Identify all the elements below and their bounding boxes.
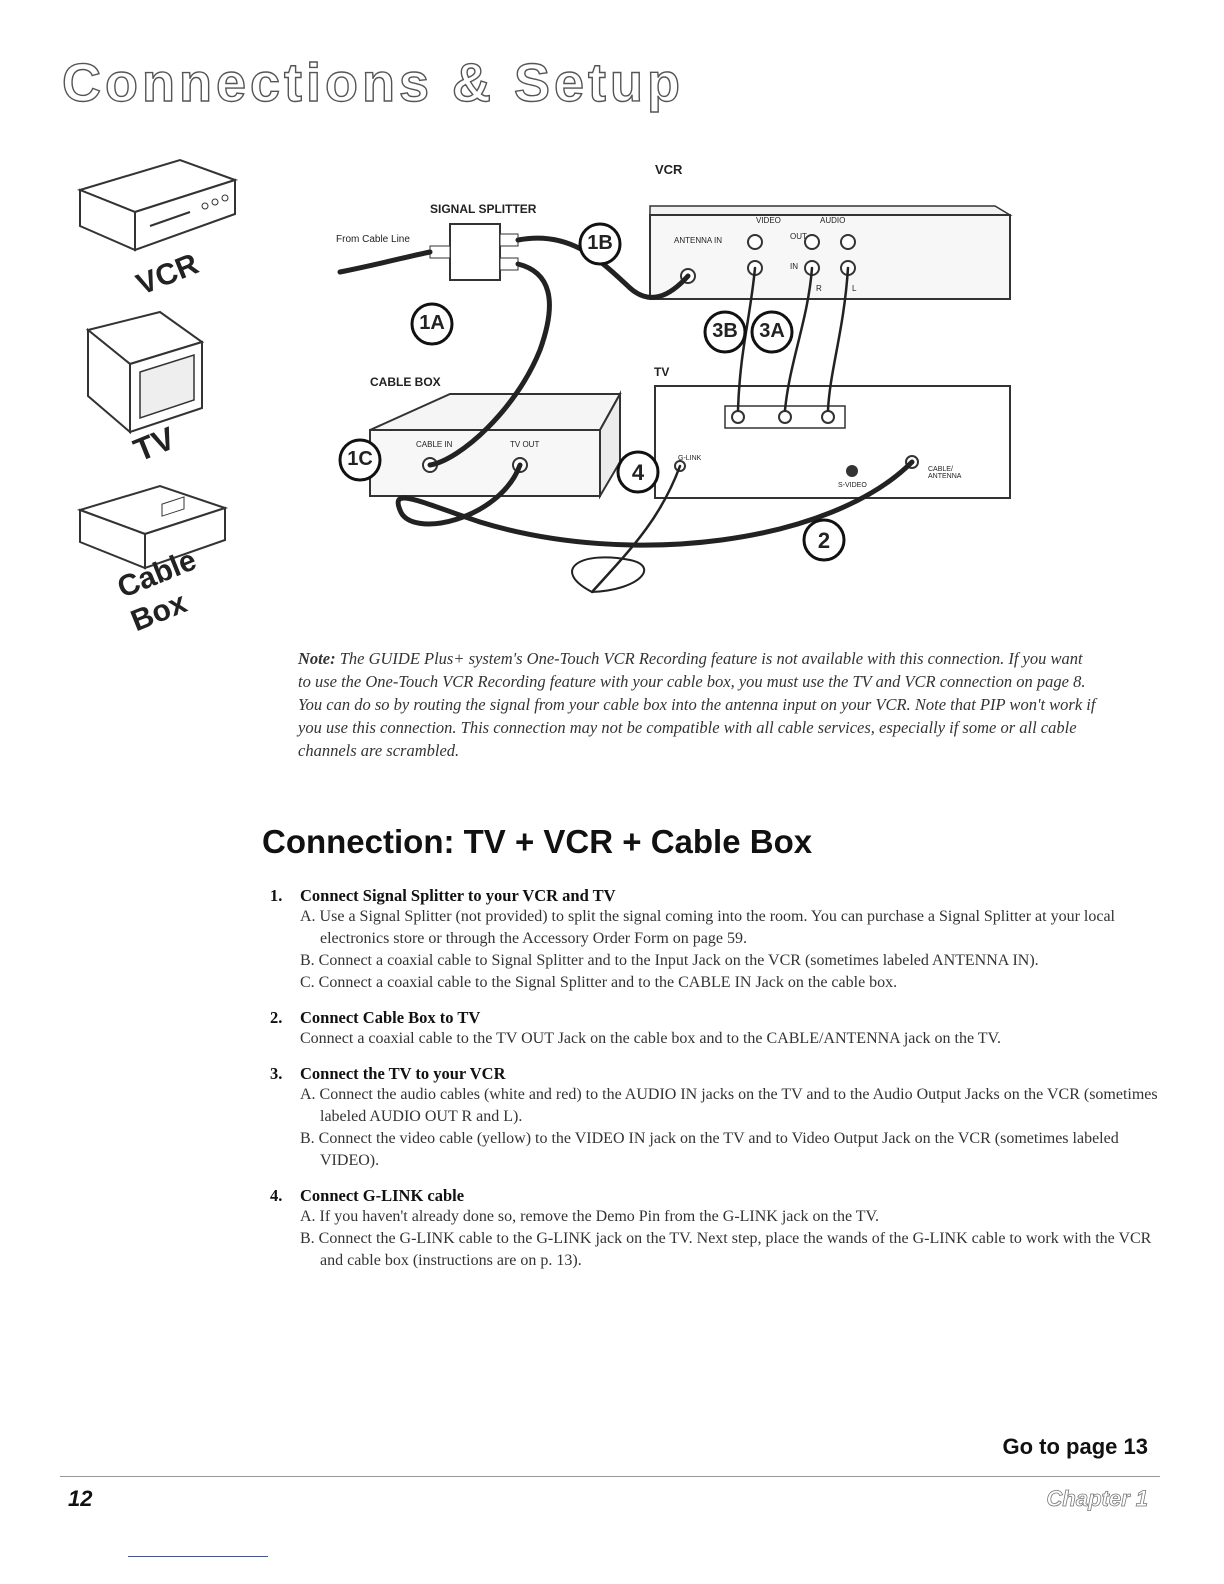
callout-4: 4 — [631, 460, 645, 485]
diagram-in-label: IN — [790, 262, 798, 271]
vcr-unit — [649, 205, 1013, 300]
callout-2: 2 — [817, 528, 831, 553]
step-title: 2.Connect Cable Box to TV — [270, 1008, 481, 1027]
vcr-illustration — [76, 158, 239, 252]
sidebar-illustrations — [76, 158, 239, 570]
diagram-video-label: VIDEO — [756, 216, 781, 225]
steps-list: 1.Connect Signal Splitter to your VCR an… — [270, 886, 1160, 1286]
callout-1a: 1A — [419, 312, 445, 334]
diagram-r-label: R — [816, 284, 822, 293]
chapter-label: Chapter 1 — [1046, 1486, 1148, 1512]
connection-diagram — [337, 205, 1013, 594]
diagram-g-link-label: G-LINK — [678, 455, 702, 462]
cable-box-unit — [369, 390, 622, 500]
cable-box-illustration — [76, 484, 229, 570]
diagram-cable-in-label: CABLE IN — [416, 440, 453, 449]
diagram-out-label: OUT — [790, 232, 807, 241]
step-text: Connect a coaxial cable to the TV OUT Ja… — [300, 1030, 1002, 1047]
callout-1b: 1B — [587, 232, 613, 254]
diagram-signal-splitter-label: SIGNAL SPLITTER — [430, 202, 537, 216]
diagram-cable-box-label: CABLE BOX — [370, 375, 441, 389]
diagram-audio-label: AUDIO — [820, 216, 846, 225]
tv-illustration — [85, 310, 205, 435]
section-heading: Connection: TV + VCR + Cable Box — [262, 823, 813, 860]
callout-1c: 1C — [347, 448, 373, 470]
step-title: 4.Connect G-LINK cable — [270, 1186, 465, 1205]
diagram-tv-title: TV — [654, 365, 670, 379]
footer-divider — [60, 1476, 1160, 1477]
step-item: A. Connect the audio cables (white and r… — [300, 1086, 1158, 1125]
step-4: 4.Connect G-LINK cable A. If you haven't… — [270, 1186, 1160, 1272]
diagram-vcr-title: VCR — [655, 162, 683, 177]
callout-3a: 3A — [759, 320, 785, 342]
note-lead: Note: — [298, 649, 336, 668]
step-item: A. Use a Signal Splitter (not provided) … — [300, 908, 1115, 947]
step-item: B. Connect the video cable (yellow) to t… — [300, 1130, 1119, 1169]
step-title: 1.Connect Signal Splitter to your VCR an… — [270, 886, 616, 905]
page-number: 12 — [68, 1486, 93, 1511]
diagram-l-label: L — [852, 284, 857, 293]
step-item: B. Connect a coaxial cable to Signal Spl… — [300, 952, 1039, 969]
diagram-antenna-in-label: ANTENNA IN — [674, 236, 723, 245]
callout-3b: 3B — [712, 320, 738, 342]
diagram-cable-antenna-label: CABLE/ ANTENNA — [928, 466, 962, 480]
step-title: 3.Connect the TV to your VCR — [270, 1064, 506, 1083]
step-item: B. Connect the G-LINK cable to the G-LIN… — [300, 1230, 1152, 1269]
note-paragraph: Note: The GUIDE Plus+ system's One-Touch… — [298, 647, 1098, 762]
diagram-from-cable-line-label: From Cable Line — [336, 234, 410, 245]
step-2: 2.Connect Cable Box to TV Connect a coax… — [270, 1008, 1160, 1050]
diagram-tv-out-label: TV OUT — [510, 440, 540, 449]
page-header-title: Connections & Setup — [61, 53, 685, 113]
step-1: 1.Connect Signal Splitter to your VCR an… — [270, 886, 1160, 994]
callout-badges — [338, 222, 846, 562]
step-item: C. Connect a coaxial cable to the Signal… — [300, 974, 898, 991]
tv-rear-panel — [654, 385, 1011, 499]
step-item: A. If you haven't already done so, remov… — [300, 1208, 880, 1225]
goto-page-link[interactable]: Go to page 13 — [1002, 1434, 1148, 1459]
step-3: 3.Connect the TV to your VCR A. Connect … — [270, 1064, 1160, 1172]
note-text: The GUIDE Plus+ system's One-Touch VCR R… — [298, 649, 1096, 760]
splitter-unit — [429, 223, 519, 281]
diagram-s-video-label: S-VIDEO — [838, 482, 867, 489]
footer-accent-line — [128, 1556, 268, 1557]
